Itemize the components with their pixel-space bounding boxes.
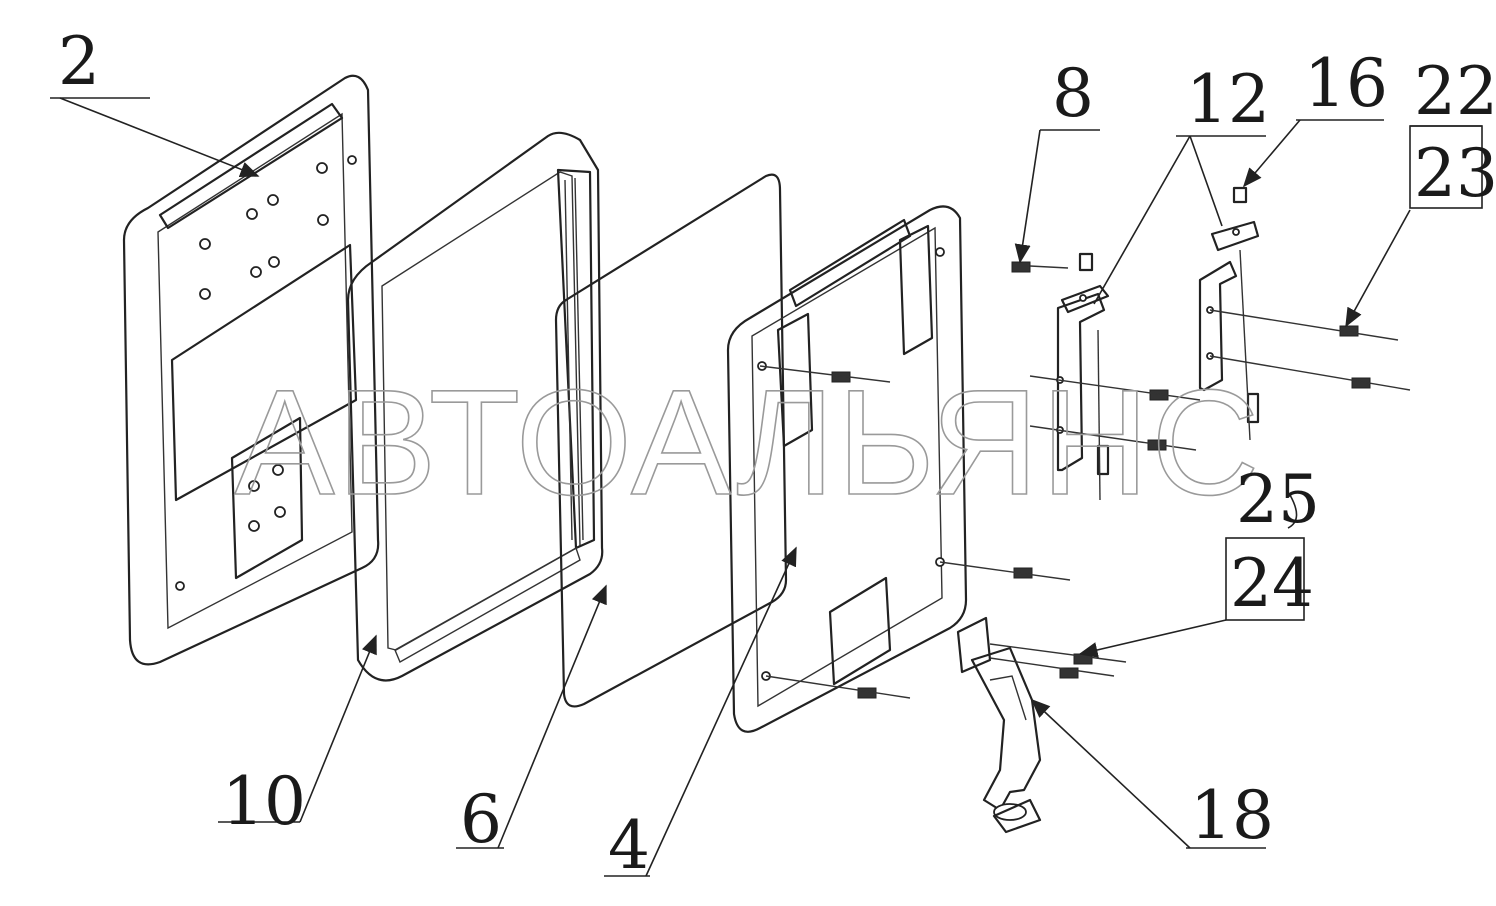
fasteners <box>759 249 1411 699</box>
bolt <box>989 657 1115 679</box>
callout-12: 12 <box>1186 61 1270 138</box>
bolt <box>759 365 891 383</box>
bolt <box>765 675 911 699</box>
callout-22: 22 <box>1414 53 1496 130</box>
label-frames <box>50 97 1483 877</box>
watermark-text: АВТОАЛЬЯНС <box>235 358 1262 526</box>
callout-16: 16 <box>1304 45 1388 122</box>
callout-2: 2 <box>58 23 100 100</box>
callout-24: 24 <box>1230 545 1314 622</box>
bolt <box>1029 425 1197 451</box>
callout-23: 23 <box>1414 135 1496 212</box>
callout-4: 4 <box>608 807 650 884</box>
part-18-latch <box>956 616 1042 834</box>
bolt <box>939 561 1071 581</box>
bolt <box>1011 261 1069 273</box>
callout-25: 25 <box>1236 461 1320 538</box>
leader-lines <box>59 97 1411 877</box>
part-10-frame <box>346 131 604 682</box>
callout-8: 8 <box>1052 55 1094 132</box>
callout-6: 6 <box>460 781 502 858</box>
callout-labels: 2 8 12 16 22 23 25 24 10 6 4 18 <box>58 23 1496 884</box>
callout-10: 10 <box>222 763 306 840</box>
bolt <box>1209 309 1399 341</box>
bolt <box>1029 375 1201 401</box>
part-2-base-plate <box>122 74 380 666</box>
callout-18: 18 <box>1190 777 1274 854</box>
bolt <box>1209 355 1411 391</box>
